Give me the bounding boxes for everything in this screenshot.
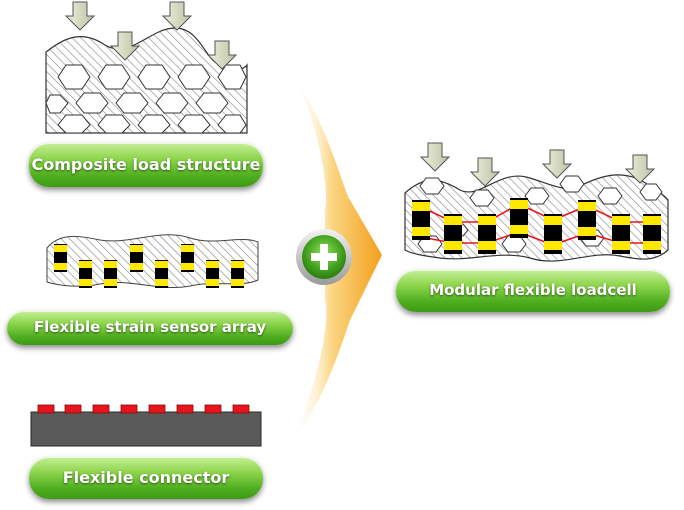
composite-load-structure — [45, 1, 248, 134]
sensor-chips — [54, 244, 244, 288]
modular-flexible-loadcell-label: Modular flexible loadcell — [396, 270, 670, 312]
flexible-strain-sensor-array-label: Flexible strain sensor array — [7, 311, 293, 345]
composite-load-structure-text: Composite load structure — [31, 154, 261, 174]
modular-flexible-loadcell-text: Modular flexible loadcell — [429, 281, 637, 300]
flexible-strain-sensor-array — [46, 234, 259, 289]
flexible-connector — [30, 404, 262, 447]
down-arrow-icon — [469, 157, 501, 187]
modular-flexible-loadcell — [404, 142, 669, 262]
down-arrow-icon — [624, 154, 656, 184]
down-arrow-icon — [109, 31, 141, 61]
down-arrow-icon — [541, 149, 573, 179]
down-arrow-icon — [161, 1, 193, 31]
down-arrow-icon — [64, 1, 96, 31]
loadcell-chips — [412, 198, 661, 254]
flexible-strain-sensor-array-text: Flexible strain sensor array — [33, 318, 267, 337]
plus-icon — [296, 229, 352, 285]
down-arrow-icon — [419, 142, 451, 172]
flexible-connector-label: Flexible connector — [29, 457, 263, 499]
flexible-connector-text: Flexible connector — [62, 467, 230, 487]
down-arrow-icon — [206, 40, 238, 70]
composite-load-structure-label: Composite load structure — [29, 143, 263, 187]
